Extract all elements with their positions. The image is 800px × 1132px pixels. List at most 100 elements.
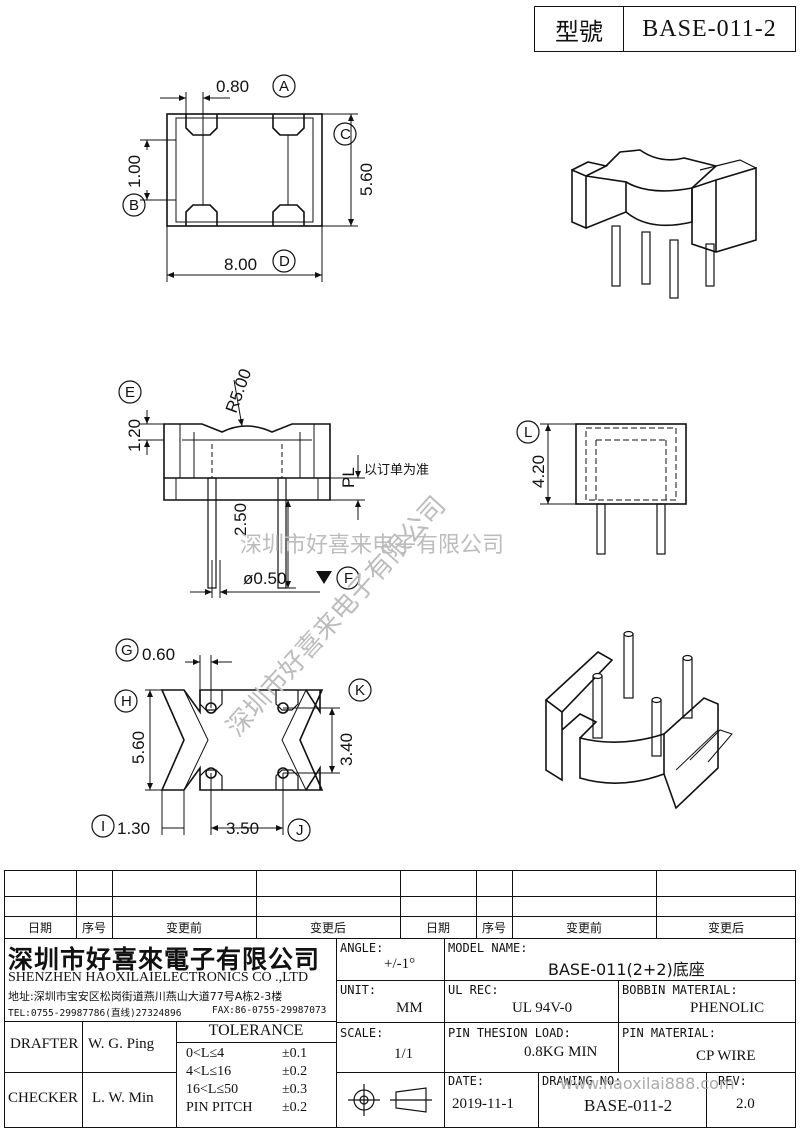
angle-label: ANGLE: (340, 941, 384, 955)
dim-F-value: ø0.50 (243, 569, 286, 588)
bobbin-material-label: BOBBIN MATERIAL: (622, 983, 738, 997)
dim-H-value: 5.60 (129, 731, 148, 764)
dim-C-value: 5.60 (357, 163, 376, 196)
dim-E-value: 1.20 (125, 419, 144, 452)
dim-A-value: 0.80 (216, 77, 249, 96)
dim-L-value: 4.20 (529, 455, 548, 488)
callout-L-icon: L (516, 420, 540, 444)
pin-load-label: PIN THESION LOAD: (448, 1026, 571, 1040)
tolerance-label: TOLERANCE (208, 1022, 304, 1039)
dim-I-value: 1.30 (117, 819, 150, 838)
svg-text:K: K (355, 682, 365, 699)
checker-value: L. W. Min (92, 1090, 154, 1106)
dim-J-value: 3.50 (226, 819, 259, 838)
rev-header-seq-1: 序号 (81, 921, 106, 935)
tol-value-3: ±0.3 (282, 1082, 308, 1097)
bobbin-material-value: PHENOLIC (690, 1000, 765, 1016)
svg-text:G: G (121, 642, 133, 659)
rev-header-date-1: 日期 (27, 921, 52, 935)
svg-text:I: I (101, 818, 105, 835)
callout-J-icon: J (287, 818, 311, 842)
tol-range-2: 4<L≤16 (186, 1064, 232, 1079)
website-watermark: www.haoxilai888.com (560, 1074, 735, 1093)
tol-value-2: ±0.2 (282, 1064, 308, 1079)
date-value: 2019-11-1 (452, 1096, 514, 1112)
callout-D-icon: D (272, 249, 296, 273)
angle-value: +/-1° (384, 956, 416, 972)
rev-label: REV: (718, 1074, 747, 1088)
tol-range-3: 16<L≤50 (186, 1082, 239, 1097)
unit-value: MM (396, 1000, 423, 1016)
rev-header-before-1: 变更前 (165, 921, 202, 935)
pin-material-value: CP WIRE (696, 1048, 756, 1064)
tol-value-4: ±0.2 (282, 1100, 308, 1115)
dim-PL-label: PL (339, 467, 358, 488)
date-label: DATE: (448, 1074, 485, 1088)
callout-I-icon: I (91, 814, 115, 838)
rev-header-seq-2: 序号 (481, 921, 506, 935)
drawing-no-value: BASE-011-2 (584, 1096, 673, 1115)
callout-H-icon: H (114, 689, 138, 713)
ul-rec-label: UL REC: (448, 983, 499, 997)
rev-header-before-2: 变更前 (565, 921, 602, 935)
ul-rec-value: UL 94V-0 (512, 1000, 573, 1016)
tol-value-1: ±0.1 (282, 1046, 308, 1061)
top-view (166, 113, 323, 227)
model-name-label: MODEL NAME: (448, 941, 528, 955)
unit-label: UNIT: (340, 983, 377, 997)
isometric-view-top (571, 149, 757, 299)
model-name-value: BASE-011(2+2)底座 (548, 960, 705, 979)
rev-header-date-2: 日期 (425, 921, 450, 935)
scale-value: 1/1 (394, 1046, 414, 1062)
dim-K-value: 3.40 (337, 733, 356, 766)
model-label: 型號 (535, 7, 624, 51)
svg-text:J: J (296, 822, 304, 839)
company-name-en: SHENZHEN HAOXILAIELECTRONICS CO .,LTD (8, 970, 309, 985)
callout-C-icon: C (333, 122, 357, 146)
scale-label: SCALE: (340, 1026, 384, 1040)
svg-text:L: L (524, 424, 532, 441)
dim-D-value: 8.00 (224, 255, 257, 274)
triangle-marker-icon (316, 571, 332, 584)
callout-K-icon: K (348, 678, 372, 702)
svg-text:C: C (340, 126, 351, 143)
title-block: 日期 序号 变更前 变更后 日期 序号 变更前 变更后 深圳市好喜來電子有限公司… (0, 870, 800, 1132)
dim-pin-length-value: 2.50 (231, 503, 250, 536)
watermark-horizontal: 深圳市好喜来电子有限公司 (240, 533, 504, 558)
pin-material-label: PIN MATERIAL: (622, 1026, 716, 1040)
company-name-cn: 深圳市好喜來電子有限公司 (8, 945, 321, 974)
dim-G-value: 0.60 (142, 645, 175, 664)
callout-G-icon: G (115, 638, 139, 662)
drafter-value: W. G. Ping (88, 1036, 155, 1052)
drafter-label: DRAFTER (10, 1036, 79, 1052)
callout-A-icon: A (272, 74, 296, 98)
svg-text:F: F (344, 570, 353, 587)
rev-value: 2.0 (736, 1096, 755, 1112)
svg-text:H: H (121, 693, 132, 710)
checker-label: CHECKER (8, 1090, 79, 1106)
technical-drawing: 0.80 1.00 5.60 8.00 1.20 R5.00 PL 以订单为准 … (91, 74, 757, 842)
tol-range-1: 0<L≤4 (186, 1046, 225, 1061)
isometric-view-bottom (544, 633, 733, 810)
company-tel: TEL:0755-29987786(直线)27324896 (8, 1008, 182, 1019)
rev-header-after-2: 变更后 (707, 921, 744, 935)
watermark-diagonal: 深圳市好喜来电子有限公司 (221, 491, 452, 743)
drawing-no-label: DRAWING NO: (542, 1074, 622, 1088)
pin-load-value: 0.8KG MIN (524, 1044, 598, 1060)
projection-symbol-icon (348, 1084, 432, 1116)
model-box: 型號 BASE-011-2 (534, 6, 796, 52)
svg-text:B: B (129, 197, 139, 214)
company-fax: FAX:86-0755-29987073 (212, 1005, 327, 1016)
svg-text:A: A (279, 78, 289, 95)
dim-radius-value: R5.00 (222, 366, 255, 415)
svg-text:E: E (125, 384, 135, 401)
callout-F-icon: F (336, 566, 360, 590)
svg-text:D: D (279, 253, 290, 270)
callout-E-icon: E (118, 380, 142, 404)
tol-range-4: PIN PITCH (186, 1100, 253, 1115)
callout-B-icon: B (122, 193, 146, 217)
dim-B-value: 1.00 (125, 155, 144, 188)
pl-note: 以订单为准 (364, 463, 429, 478)
rev-header-after-1: 变更后 (309, 921, 346, 935)
model-value: BASE-011-2 (642, 15, 777, 42)
